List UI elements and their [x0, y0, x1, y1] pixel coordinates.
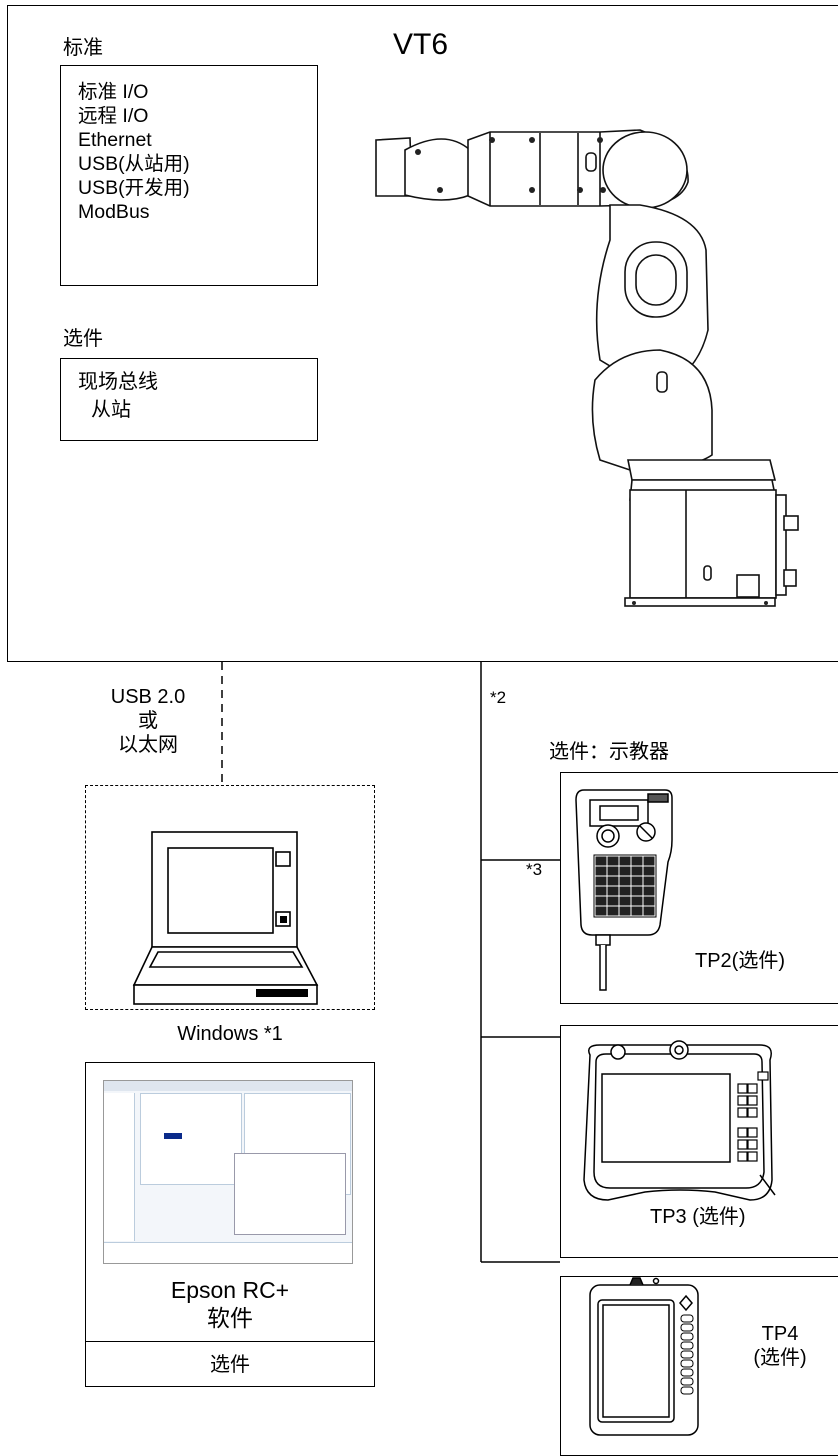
tp4-name: TP4 [761, 1323, 799, 1345]
software-option-label: 选件 [210, 1354, 250, 1376]
connection-line-2: 或 [138, 710, 158, 732]
options-heading: 选件 [63, 328, 103, 350]
note-3: *3 [526, 860, 543, 879]
windows-pc-box [85, 785, 375, 1010]
pc-connection-label: USB 2.0 或 以太网 [98, 685, 198, 757]
standard-heading: 标准 [63, 37, 103, 59]
options-list-box: 现场总线 从站 [60, 358, 318, 441]
options-item: 现场总线 [78, 371, 158, 393]
software-label: Epson RC+ 软件 [85, 1276, 375, 1332]
connection-line-3: 以太网 [118, 734, 178, 756]
standard-item: Ethernet [78, 129, 152, 151]
standard-list-box: 标准 I/O 远程 I/O Ethernet USB(从站用) USB(开发用)… [60, 65, 318, 286]
tp2-label: TP2(选件) [695, 950, 785, 972]
standard-item: 远程 I/O [78, 105, 149, 127]
software-option-box: 选件 [85, 1341, 375, 1387]
software-name: Epson RC+ [170, 1277, 290, 1303]
model-title: VT6 [393, 28, 449, 61]
tp4-label: TP4 (选件) [740, 1322, 820, 1370]
standard-item: USB(开发用) [78, 177, 190, 199]
windows-label: Windows *1 [177, 1023, 283, 1045]
standard-item: 标准 I/O [78, 81, 149, 103]
tp3-label: TP3 (选件) [650, 1206, 746, 1228]
standard-item: ModBus [78, 201, 150, 223]
rc-plus-screenshot [103, 1080, 353, 1264]
connection-line-1: USB 2.0 [110, 686, 186, 708]
tp4-option: (选件) [753, 1347, 807, 1369]
options-item: 从站 [91, 399, 131, 421]
standard-item: USB(从站用) [78, 153, 190, 175]
note-2: *2 [490, 688, 507, 707]
pendant-heading: 选件：示教器 [549, 741, 669, 763]
software-suffix: 软件 [207, 1305, 253, 1331]
